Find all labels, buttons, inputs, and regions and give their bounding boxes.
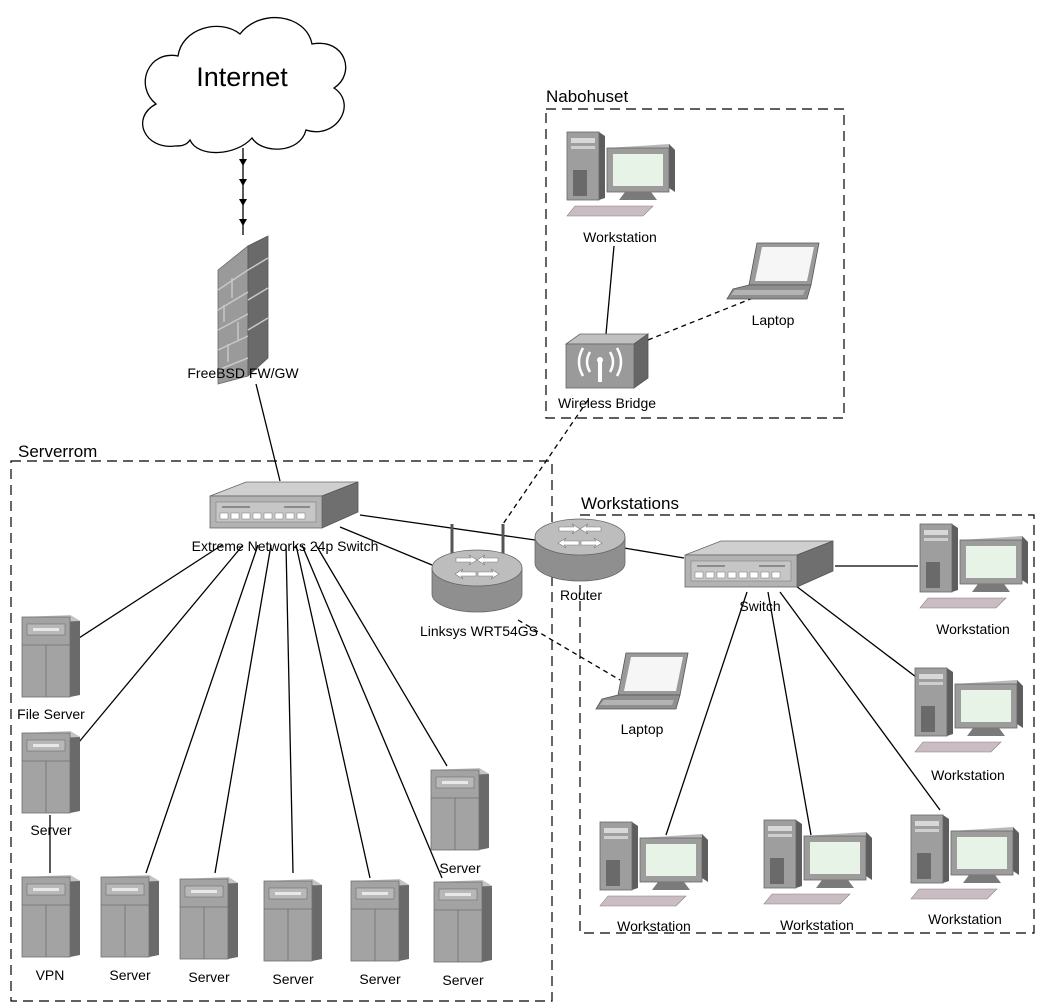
vpn-label: VPN xyxy=(36,967,65,983)
server-icon xyxy=(21,614,81,698)
server-bottom-3[interactable]: Server xyxy=(263,878,323,987)
server-right-label: Server xyxy=(439,860,481,876)
lan-laptop-label: Laptop xyxy=(621,721,664,737)
link-wsswitch-ws-4 xyxy=(767,591,812,836)
workstation-icon xyxy=(910,814,1020,900)
core-switch-label: Extreme Networks 24p Switch xyxy=(192,538,379,554)
server-icon xyxy=(350,878,410,962)
zone-workstations: Workstations xyxy=(579,494,1035,934)
server-icon xyxy=(430,767,490,851)
core-switch[interactable]: Extreme Networks 24p Switch xyxy=(192,481,379,554)
workstation-3[interactable]: Workstation xyxy=(910,814,1020,927)
workstation-label: Workstation xyxy=(931,767,1005,783)
link-switch-server-1 xyxy=(145,544,259,874)
router-label: Router xyxy=(560,587,602,603)
wireless-bridge-linksys xyxy=(502,399,589,525)
workstation-label: Workstation xyxy=(936,621,1010,637)
workstation-icon xyxy=(566,131,676,217)
link-wsswitch-ws-2 xyxy=(795,585,921,681)
server-icon xyxy=(433,879,493,963)
server-icon xyxy=(21,874,81,958)
lan-laptop[interactable]: Laptop xyxy=(595,652,689,737)
laptop-icon xyxy=(726,242,820,300)
link-wsswitch-ws-3 xyxy=(779,591,941,811)
switch-icon xyxy=(209,481,359,529)
zone-serverrom: Serverrom xyxy=(10,442,553,1002)
wireless-linksys-laptop xyxy=(517,619,621,681)
switch-icon xyxy=(684,540,834,588)
router-icon xyxy=(534,518,626,582)
link-wsswitch-ws-5 xyxy=(665,591,748,836)
server-left[interactable]: Server xyxy=(21,730,81,838)
workstation-icon xyxy=(763,819,873,905)
firewall-icon xyxy=(217,235,269,385)
workstation-label: Workstation xyxy=(780,917,854,933)
vpn-server[interactable]: VPN xyxy=(21,874,81,983)
zone-label-serverrom: Serverrom xyxy=(18,442,97,461)
server-bottom-1[interactable]: Server xyxy=(100,874,160,983)
server-bottom-2[interactable]: Server xyxy=(179,876,239,985)
link-switch-linksys xyxy=(339,526,433,566)
laptop-icon xyxy=(595,652,689,710)
ws-switch-label: Switch xyxy=(739,598,780,614)
internet-cloud: Internet xyxy=(142,16,347,154)
internet-label: Internet xyxy=(196,62,288,92)
workstation-5[interactable]: Workstation xyxy=(599,821,709,934)
link-workstation-bridge xyxy=(605,245,615,335)
nabo-laptop-label: Laptop xyxy=(752,312,795,328)
workstation-icon xyxy=(919,523,1029,609)
server-bottom-4[interactable]: Server xyxy=(350,878,410,987)
linksys-label: Linksys WRT54GS xyxy=(420,623,538,639)
wireless-bridge-icon xyxy=(564,333,650,389)
workstation-label: Workstation xyxy=(928,911,1002,927)
link-switch-server-5 xyxy=(301,544,443,879)
firewall-label: FreeBSD FW/GW xyxy=(187,365,299,381)
link-switch-server-2 xyxy=(214,544,272,874)
link-switch-fileserver xyxy=(78,544,223,639)
nabo-workstation-label: Workstation xyxy=(583,229,657,245)
server-bottom-5[interactable]: Server xyxy=(433,879,493,988)
server-label: Server xyxy=(109,967,151,983)
link-switch-server-3 xyxy=(285,544,294,874)
file-server-label: File Server xyxy=(17,706,85,722)
router-icon xyxy=(431,549,523,613)
file-server[interactable]: File Server xyxy=(17,614,85,722)
workstation-4[interactable]: Workstation xyxy=(763,819,873,933)
workstation-icon xyxy=(914,667,1024,753)
server-icon xyxy=(263,878,323,962)
link-switch-server-left xyxy=(78,544,244,743)
server-label: Server xyxy=(188,969,230,985)
connections xyxy=(49,148,941,879)
ws-switch[interactable]: Switch xyxy=(684,540,834,614)
workstation-1[interactable]: Workstation xyxy=(919,523,1029,637)
workstation-label: Workstation xyxy=(617,918,691,934)
zone-label-workstations: Workstations xyxy=(581,494,679,513)
firewall[interactable]: FreeBSD FW/GW xyxy=(187,235,299,385)
server-icon xyxy=(21,730,81,814)
workstation-icon xyxy=(599,821,709,907)
zone-nabohuset: Nabohuset xyxy=(545,87,845,419)
nabo-workstation[interactable]: Workstation xyxy=(566,131,676,245)
router[interactable]: Router xyxy=(534,518,626,603)
workstation-2[interactable]: Workstation xyxy=(914,667,1024,783)
server-label: Server xyxy=(272,971,314,987)
link-switch-server-4 xyxy=(295,544,371,879)
link-router-wsswitch xyxy=(623,547,685,559)
server-right[interactable]: Server xyxy=(430,767,490,876)
link-switch-server-right xyxy=(315,544,448,767)
link-switch-router xyxy=(359,514,536,541)
server-icon xyxy=(100,874,160,958)
server-left-label: Server xyxy=(30,822,72,838)
wireless-bridge-laptop xyxy=(647,295,759,341)
link-firewall-switch xyxy=(255,383,281,482)
wireless-bridge-label: Wireless Bridge xyxy=(558,395,656,411)
linksys-router[interactable]: Linksys WRT54GS xyxy=(420,524,538,639)
server-icon xyxy=(179,876,239,960)
zone-label-nabohuset: Nabohuset xyxy=(546,87,629,106)
server-label: Server xyxy=(359,971,401,987)
server-label: Server xyxy=(442,972,484,988)
wireless-bridge[interactable]: Wireless Bridge xyxy=(558,333,656,411)
nabo-laptop[interactable]: Laptop xyxy=(726,242,820,328)
